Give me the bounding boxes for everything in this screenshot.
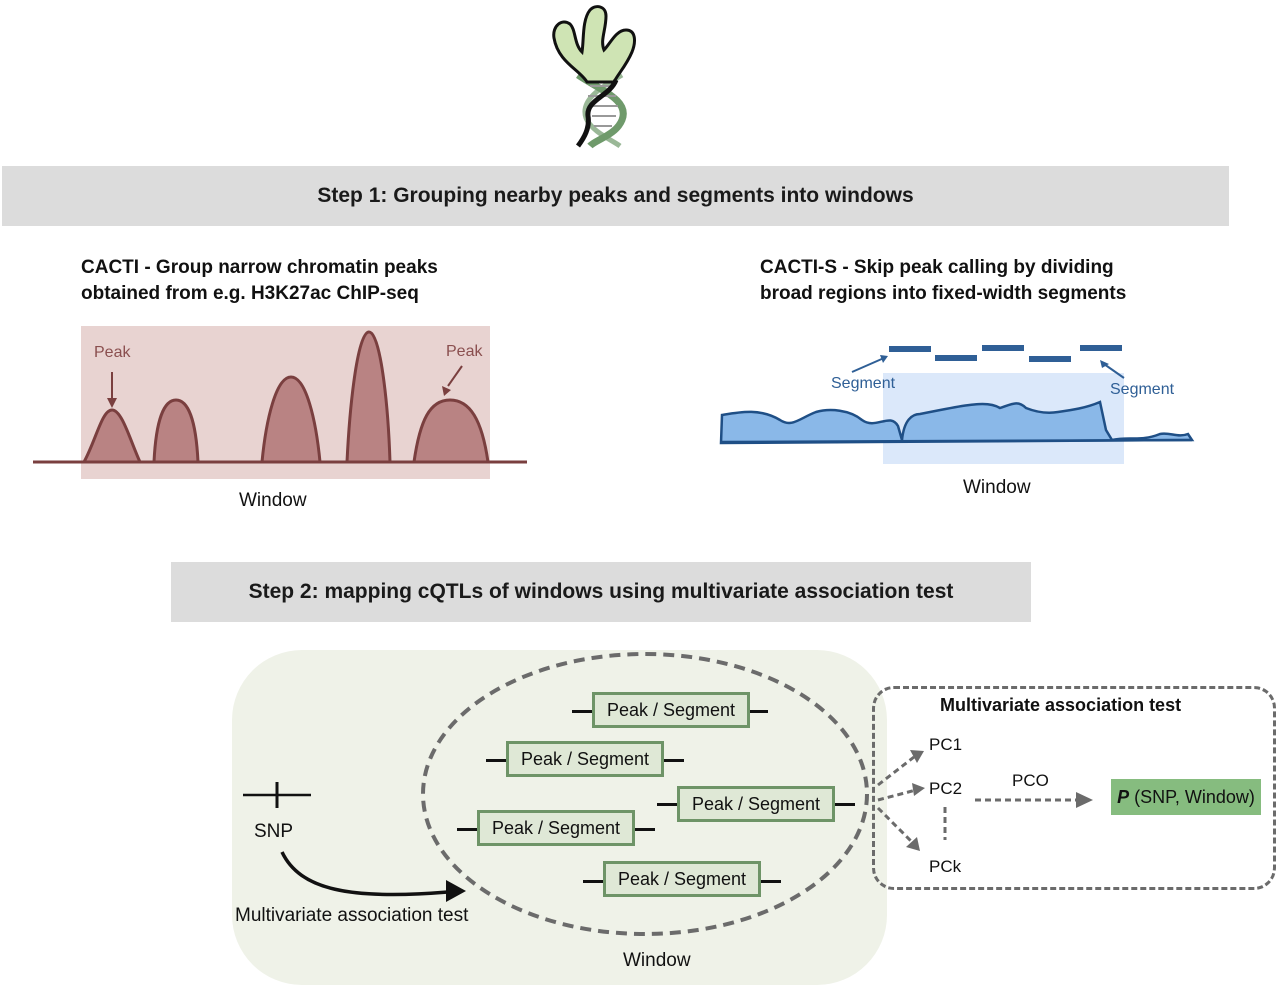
arrow-label: Multivariate association test (235, 905, 469, 926)
segment-bar-3 (982, 345, 1024, 351)
result-p: P (1117, 786, 1130, 807)
multivariate-title: Multivariate association test (940, 695, 1182, 715)
pc1-label: PC1 (929, 735, 963, 754)
multivariate-test-box (872, 686, 1276, 890)
peak-1 (81, 408, 143, 464)
peak-2 (152, 398, 200, 464)
step2-banner: Step 2: mapping cQTLs of windows using m… (171, 562, 1031, 622)
peak-segment-box-2: Peak / Segment (506, 741, 664, 777)
mapping-diagram-lines (243, 652, 1093, 936)
segment-label-left: Segment (831, 375, 896, 392)
snp-to-window-arrow (280, 851, 449, 897)
cacti-s-window-label: Window (963, 477, 1031, 498)
peak-4 (345, 330, 392, 464)
peak-3 (260, 375, 322, 464)
cactus-dna-logo-icon (552, 5, 636, 149)
segment-bar-2 (935, 355, 977, 361)
cacti-s-baseline (720, 438, 1193, 444)
step1-title: Step 1: Grouping nearby peaks and segmen… (317, 184, 914, 207)
peak-5 (412, 398, 490, 464)
peak-label-left: Peak (94, 344, 131, 361)
peak-segment-box-4: Peak / Segment (477, 810, 635, 846)
cacti-s-heading: CACTI-S - Skip peak calling by dividing … (760, 255, 1126, 307)
pck-label: PCk (929, 857, 962, 876)
segment-bar-4 (1029, 356, 1071, 362)
peak-segment-box-5: Peak / Segment (603, 861, 761, 897)
pc2-label: PC2 (929, 779, 963, 798)
mapping-window-label: Window (623, 950, 691, 971)
cacti-s-heading-line1: CACTI-S - Skip peak calling by dividing (760, 257, 1114, 278)
peak-segment-box-1: Peak / Segment (592, 692, 750, 728)
cacti-window-label: Window (239, 490, 307, 511)
cacti-heading-line1: CACTI - Group narrow chromatin peaks (81, 257, 438, 278)
cacti-heading: CACTI - Group narrow chromatin peaks obt… (81, 255, 438, 307)
pco-label: PCO (1012, 771, 1049, 790)
window-ellipse (421, 652, 869, 936)
cacti-heading-line2: obtained from e.g. H3K27ac ChIP-seq (81, 283, 419, 304)
cacti-s-heading-line2: broad regions into fixed-width segments (760, 283, 1127, 304)
peak-label-right: Peak (446, 343, 483, 360)
result-rest: (SNP, Window) (1129, 786, 1255, 807)
cacti-peaks-illustration (33, 326, 527, 479)
segment-bar-1 (889, 346, 931, 352)
step1-banner: Step 1: Grouping nearby peaks and segmen… (2, 166, 1229, 226)
snp-label: SNP (254, 821, 294, 842)
step2-title: Step 2: mapping cQTLs of windows using m… (248, 580, 954, 603)
segment-bar-5 (1080, 345, 1122, 351)
cacti-s-signal-illustration (719, 345, 1195, 464)
peak-segment-box-3: Peak / Segment (677, 786, 835, 822)
segment-label-right: Segment (1110, 381, 1175, 398)
result-badge: P (SNP, Window) (1111, 779, 1261, 815)
